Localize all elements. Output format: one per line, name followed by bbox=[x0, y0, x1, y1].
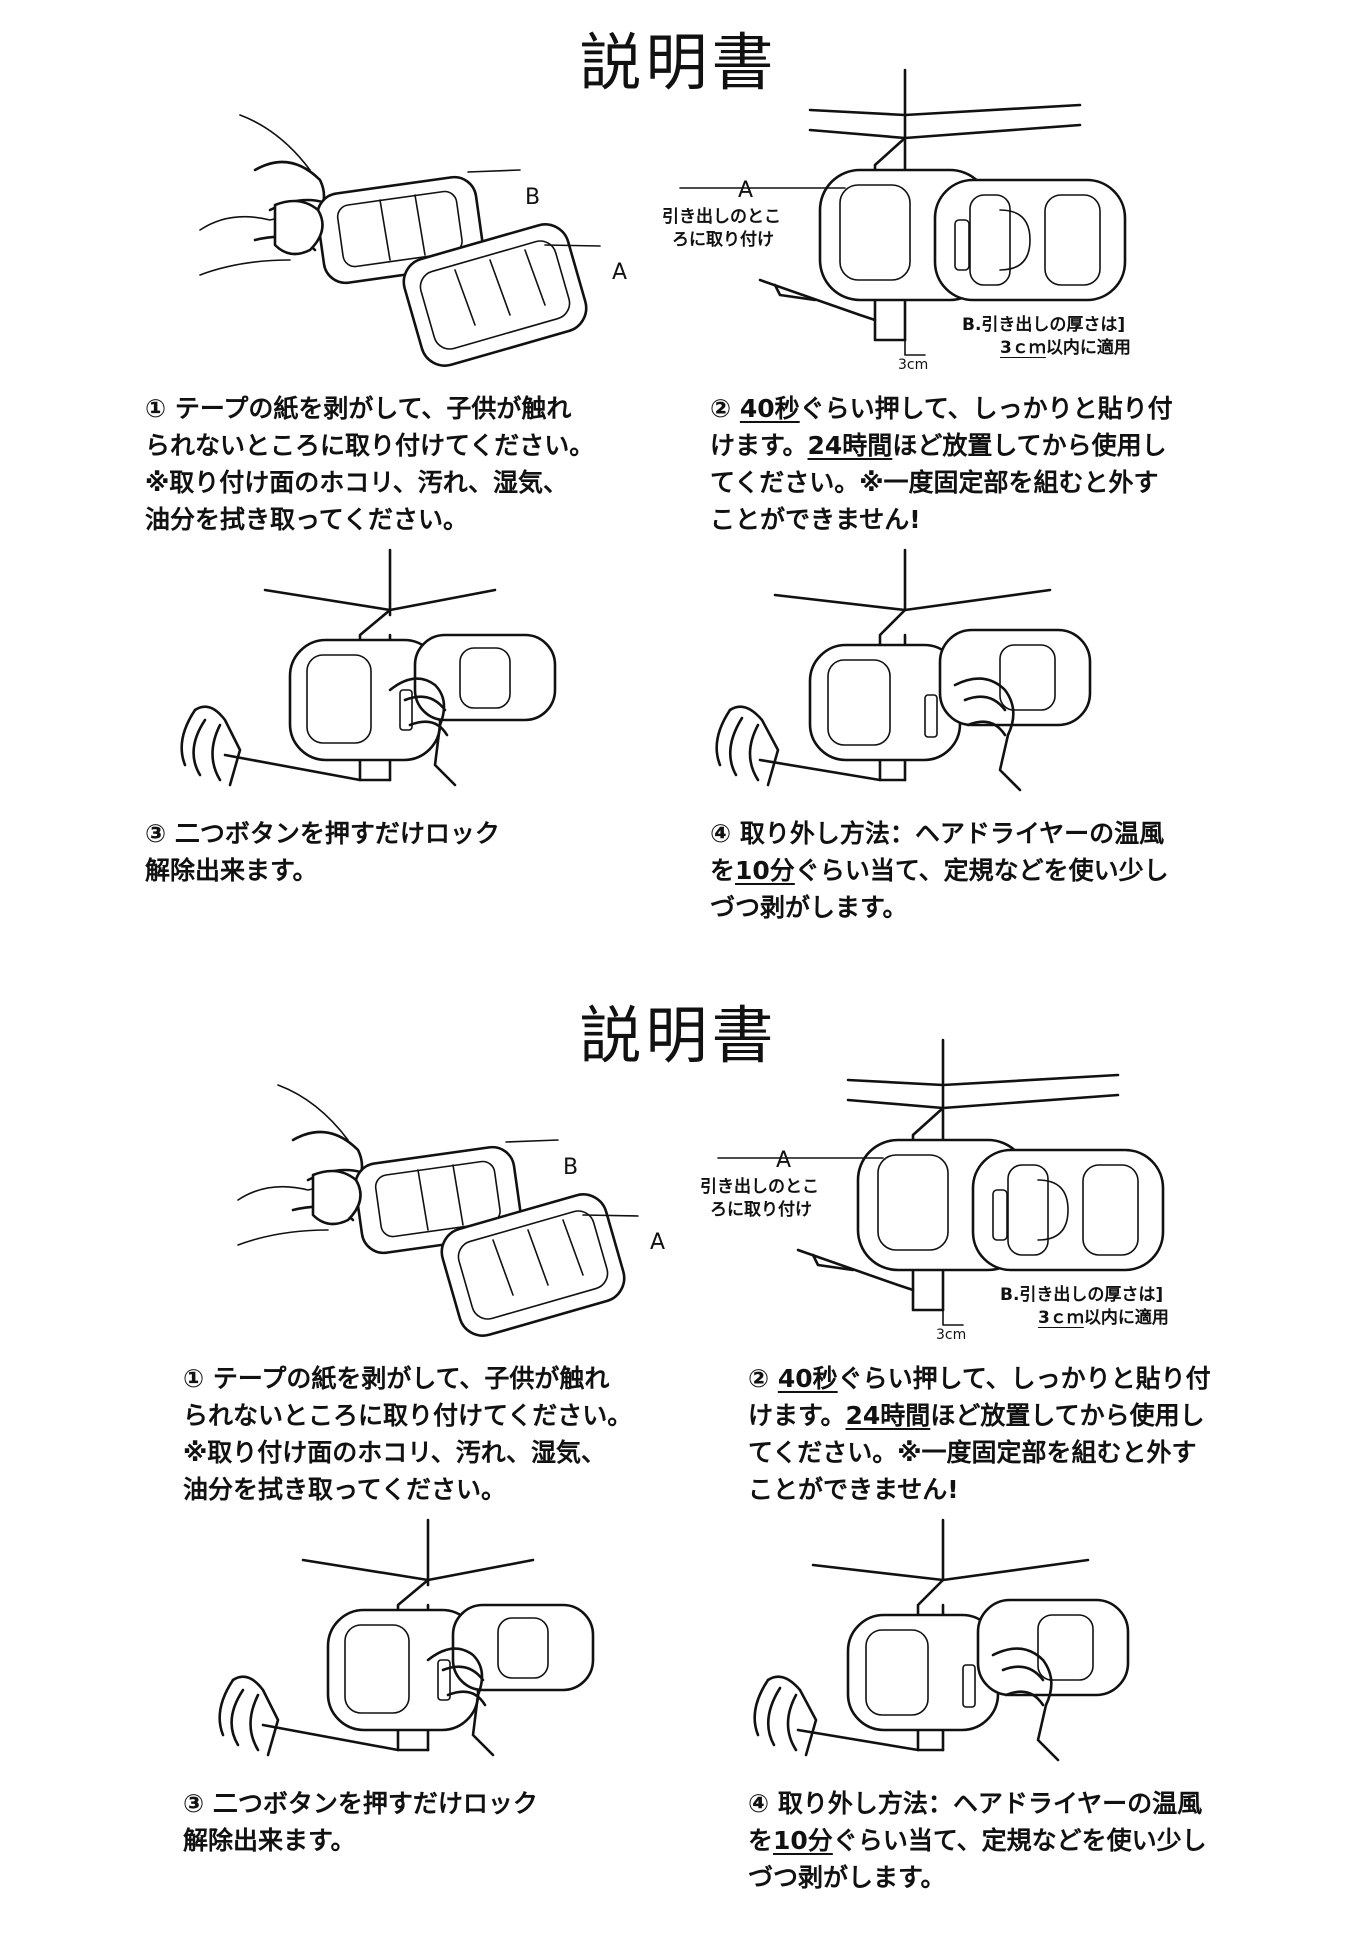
step-2-text: ② 40秒ぐらい押して、しっかりと貼り付 けます。24時間ほど放置してから使用し… bbox=[710, 394, 1173, 534]
dimension-label: 3cm bbox=[898, 357, 929, 373]
instruction-sheet-2: 説明書 B A bbox=[38, 985, 1357, 1945]
hand-pressing-buttons-icon bbox=[165, 548, 557, 790]
instruction-sheet-1: 説明書 B A bbox=[0, 0, 1357, 960]
page-title: 説明書 bbox=[579, 26, 778, 99]
attach-label-line2: ろに取り付け bbox=[672, 230, 774, 250]
attach-label-line1: 引き出しのとこ bbox=[662, 207, 781, 227]
label-a: A bbox=[612, 260, 628, 285]
step-3-text: ③ 二つボタンを押すだけロック 解除出来ます。 bbox=[145, 819, 500, 885]
label-b: B bbox=[563, 1155, 579, 1180]
lock-mounted-on-drawer-icon bbox=[717, 1038, 1165, 1340]
thickness-label: B.引き出しの厚さは] bbox=[962, 315, 1126, 335]
step-1-text: ① テープの紙を剥がして、子供が触れ られないところに取り付けてください。 ※取… bbox=[183, 1364, 633, 1504]
hand-peeling-tape-icon bbox=[237, 1080, 658, 1337]
hand-pressing-buttons-icon bbox=[203, 1518, 595, 1760]
attach-label-line2: ろに取り付け bbox=[710, 1200, 812, 1220]
attach-label-line1: 引き出しのとこ bbox=[700, 1177, 819, 1197]
page-title: 説明書 bbox=[579, 999, 778, 1072]
step-1-text: ① テープの紙を剥がして、子供が触れ られないところに取り付けてください。 ※取… bbox=[145, 394, 595, 534]
step-2-text: ② 40秒ぐらい押して、しっかりと貼り付 けます。24時間ほど放置してから使用し… bbox=[748, 1364, 1211, 1504]
step-3-text: ③ 二つボタンを押すだけロック 解除出来ます。 bbox=[183, 1789, 538, 1855]
label-b: B bbox=[525, 185, 541, 210]
label-a: A bbox=[776, 1148, 792, 1173]
dimension-label: 3cm bbox=[936, 1327, 967, 1343]
label-a: A bbox=[738, 178, 754, 203]
thickness-value-label: 3ｃｍ以内に適用 bbox=[1038, 1308, 1169, 1328]
step-4-text: ④ 取り外し方法：ヘアドライヤーの温風 を10分ぐらい当て、定規などを使い少し … bbox=[748, 1789, 1207, 1892]
lock-mounted-on-drawer-icon bbox=[679, 68, 1127, 370]
thickness-label: B.引き出しの厚さは] bbox=[1000, 1285, 1164, 1305]
hand-removing-lock-icon bbox=[700, 548, 1100, 792]
label-a: A bbox=[650, 1230, 666, 1255]
hand-removing-lock-icon bbox=[738, 1518, 1138, 1762]
step-4-text: ④ 取り外し方法：ヘアドライヤーの温風 を10分ぐらい当て、定規などを使い少し … bbox=[710, 819, 1169, 922]
thickness-value-label: 3ｃｍ以内に適用 bbox=[1000, 338, 1131, 358]
hand-peeling-tape-icon bbox=[199, 110, 620, 367]
